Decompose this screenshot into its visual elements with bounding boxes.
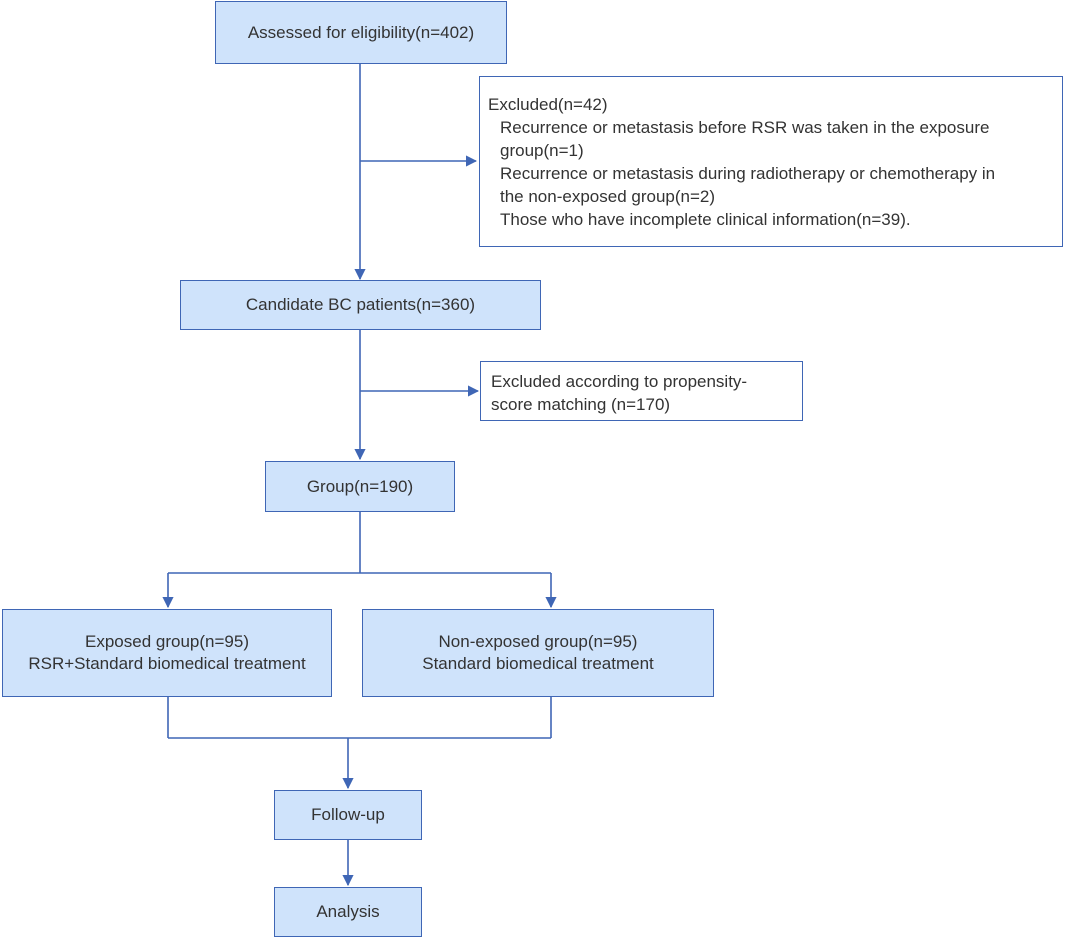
analysis-box: Analysis — [274, 887, 422, 937]
group-label: Group(n=190) — [306, 476, 414, 496]
non-exposed-line2: Standard biomedical treatment — [422, 654, 654, 673]
candidate-label: Candidate BC patients(n=360) — [245, 295, 476, 314]
assessed-box: Assessed for eligibility(n=402) — [215, 1, 507, 64]
exclusion-2-line1: Excluded according to propensity- — [491, 372, 748, 391]
exclusion-1-item1-line1: Recurrence or metastasis before RSR was … — [500, 118, 990, 137]
exclusion-1-item2-line1: Recurrence or metastasis during radiothe… — [500, 164, 996, 183]
exposed-box: Exposed group(n=95) RSR+Standard biomedi… — [2, 609, 332, 697]
exclusion-box-2: Excluded according to propensity- score … — [480, 361, 803, 421]
exclusion-2-line2: score matching (n=170) — [491, 395, 671, 414]
group-box: Group(n=190) — [265, 461, 455, 512]
exclusion-1-item1-line2: group(n=1) — [500, 141, 584, 160]
exclusion-box-1: Excluded(n=42) Recurrence or metastasis … — [479, 76, 1063, 247]
exclusion-1-item3: Those who have incomplete clinical infor… — [500, 210, 911, 229]
non-exposed-box: Non-exposed group(n=95) Standard biomedi… — [362, 609, 714, 697]
follow-up-box: Follow-up — [274, 790, 422, 840]
analysis-label: Analysis — [316, 902, 380, 921]
exclusion-1-title: Excluded(n=42) — [488, 95, 608, 114]
candidate-box: Candidate BC patients(n=360) — [180, 280, 541, 330]
assessed-label: Assessed for eligibility(n=402) — [247, 22, 475, 42]
exclusion-1-item2-line2: the non-exposed group(n=2) — [500, 187, 716, 206]
non-exposed-line1: Non-exposed group(n=95) — [438, 632, 638, 651]
follow-up-label: Follow-up — [311, 805, 385, 824]
exposed-line1: Exposed group(n=95) — [85, 632, 249, 651]
exposed-line2: RSR+Standard biomedical treatment — [28, 654, 306, 673]
